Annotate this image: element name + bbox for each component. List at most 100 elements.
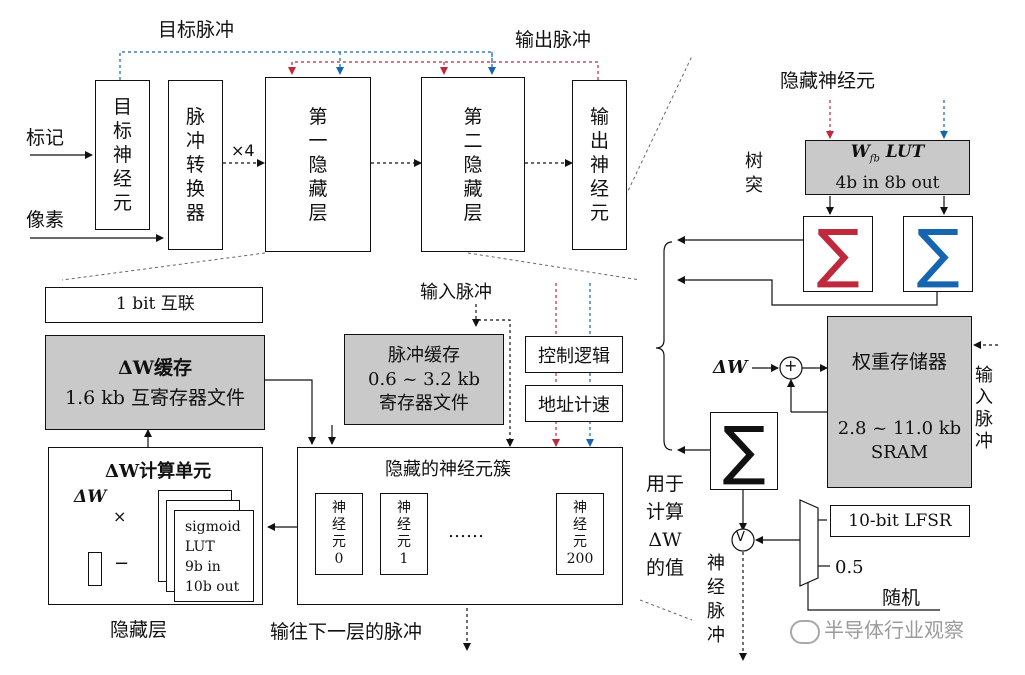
wechat-icon	[790, 619, 820, 644]
dw-cache-box: ΔW缓存 1.6 kb 互寄存器文件	[45, 335, 265, 430]
output-neuron-text: 输出神经元	[573, 81, 626, 249]
adder-plus-icon: +	[784, 356, 798, 375]
v-h2-char: 隐	[463, 153, 483, 176]
input-spike-vertical-label: 输入脉冲	[975, 365, 993, 453]
sigma-blue-box: ∑	[903, 216, 973, 292]
dw-unit-title: ΔW计算单元	[105, 461, 212, 482]
control-logic-label: 控制逻辑	[538, 345, 610, 367]
multiply-icon: ×	[113, 507, 127, 526]
address-calc-label: 地址计速	[538, 394, 610, 416]
to-next-layer-label: 输往下一层的脉冲	[270, 621, 423, 643]
v-target-char: 经	[112, 168, 132, 190]
v-out-char: 输	[589, 106, 609, 128]
target-spike-label: 目标脉冲	[158, 19, 235, 41]
neuron-spike-vertical-label: 神经脉冲	[707, 552, 725, 648]
v-n200-char: 200	[566, 551, 594, 567]
v-usedfor-char: 的值	[645, 557, 684, 579]
input-spike-label: 输入脉冲	[420, 282, 492, 303]
v-inspike-char: 脉	[975, 409, 993, 430]
random-label: 随机	[882, 587, 921, 609]
legend-label: 1 bit 互联	[116, 294, 195, 314]
v-n0-char: 经	[332, 517, 346, 533]
v-inspike-char: 输	[975, 365, 993, 386]
v-out-char: 神	[589, 154, 609, 176]
v-out-char: 经	[589, 178, 609, 200]
spike-converter-box: 脉冲转换器	[168, 80, 223, 250]
v-n0-char: 神	[332, 500, 346, 516]
v-n0-char: 元	[332, 534, 346, 550]
output-spike-label: 输出脉冲	[515, 29, 592, 51]
v-n200-char: 元	[573, 534, 587, 550]
v-h2-char: 层	[463, 201, 483, 224]
watermark: 半导体行业观察	[790, 619, 964, 644]
v-usedfor-char: 用于	[645, 473, 684, 495]
watermark-text: 半导体行业观察	[824, 618, 964, 642]
weight-memory-size: 2.8 ~ 11.0 kb	[837, 418, 962, 439]
output-neuron-box: 输出神经元	[572, 80, 627, 250]
v-nspike-char: 脉	[707, 601, 725, 622]
weight-lut-sub: fb	[869, 153, 880, 165]
times4-label: ×4	[231, 141, 255, 160]
hidden-layer-2-text: 第二隐藏层	[422, 78, 524, 251]
v-conv-char: 冲	[185, 130, 205, 152]
v-out-char: 元	[589, 202, 609, 224]
v-n200-char: 经	[573, 517, 587, 533]
sigma-blue-icon: ∑	[916, 217, 960, 291]
hidden-layer-label: 隐藏层	[110, 619, 168, 641]
v-h1-char: 一	[308, 129, 328, 152]
lut-lines-char: 10b out	[185, 579, 240, 595]
dw-cache-title: ΔW缓存	[117, 356, 193, 379]
hidden-neuron-label: 隐藏神经元	[780, 70, 876, 92]
v-inspike-char: 冲	[975, 431, 993, 452]
v-n0-char: 0	[334, 551, 344, 567]
v-h1-char: 藏	[308, 177, 328, 200]
tag-label: 标记	[26, 127, 65, 149]
minus-icon: −	[114, 553, 130, 574]
weight-lut-bits: 4b in 8b out	[835, 173, 940, 194]
weight-lut-rest: LUT	[879, 141, 925, 162]
spike-cache-sub: 寄存器文件	[379, 392, 469, 414]
v-syn-char: 树	[745, 151, 763, 172]
neuron-ellipsis: ……	[448, 521, 484, 542]
lut-lines-char: 9b in	[185, 559, 221, 575]
spike-cache-size: 0.6 ~ 3.2 kb	[368, 368, 480, 390]
v-conv-char: 转	[185, 154, 205, 176]
half-label: 0.5	[835, 557, 864, 578]
hidden-layer-2-box: 第二隐藏层	[421, 77, 525, 252]
spike-converter-text: 脉冲转换器	[169, 81, 222, 249]
v-n1-char: 1	[399, 551, 409, 567]
v-conv-char: 器	[185, 202, 205, 224]
v-conv-char: 脉	[185, 106, 205, 128]
v-target-char: 神	[112, 144, 132, 166]
address-calc-box: 地址计速	[525, 385, 623, 422]
target-neuron-text: 目标神经元	[96, 81, 149, 229]
v-n1-char: 经	[397, 517, 411, 533]
cluster-title: 隐藏的神经元簇	[385, 459, 511, 480]
v-target-char: 元	[112, 192, 132, 214]
comparator-icon: V	[736, 530, 745, 545]
v-h2-char: 第	[463, 105, 483, 128]
lfsr-box: 10-bit LFSR	[830, 505, 970, 537]
spike-cache-box: 脉冲缓存 0.6 ~ 3.2 kb 寄存器文件	[344, 334, 504, 425]
v-h1-char: 隐	[308, 153, 328, 176]
sigma-red-icon: ∑	[816, 217, 860, 291]
weight-lut-w: W	[850, 141, 870, 162]
spike-cache-title: 脉冲缓存	[388, 344, 460, 366]
weight-memory-title: 权重存储器	[851, 351, 947, 373]
v-n1-char: 元	[397, 534, 411, 550]
v-usedfor-char: 计算	[645, 501, 684, 523]
weight-lut-box: Wfb LUT 4b in 8b out	[805, 140, 970, 195]
v-syn-char: 突	[745, 175, 763, 196]
sigma-red-box: ∑	[803, 216, 873, 292]
v-h1-char: 第	[308, 105, 328, 128]
lfsr-label: 10-bit LFSR	[848, 511, 952, 531]
control-logic-box: 控制逻辑	[525, 336, 623, 373]
hidden-layer-1-text: 第一隐藏层	[266, 78, 370, 251]
